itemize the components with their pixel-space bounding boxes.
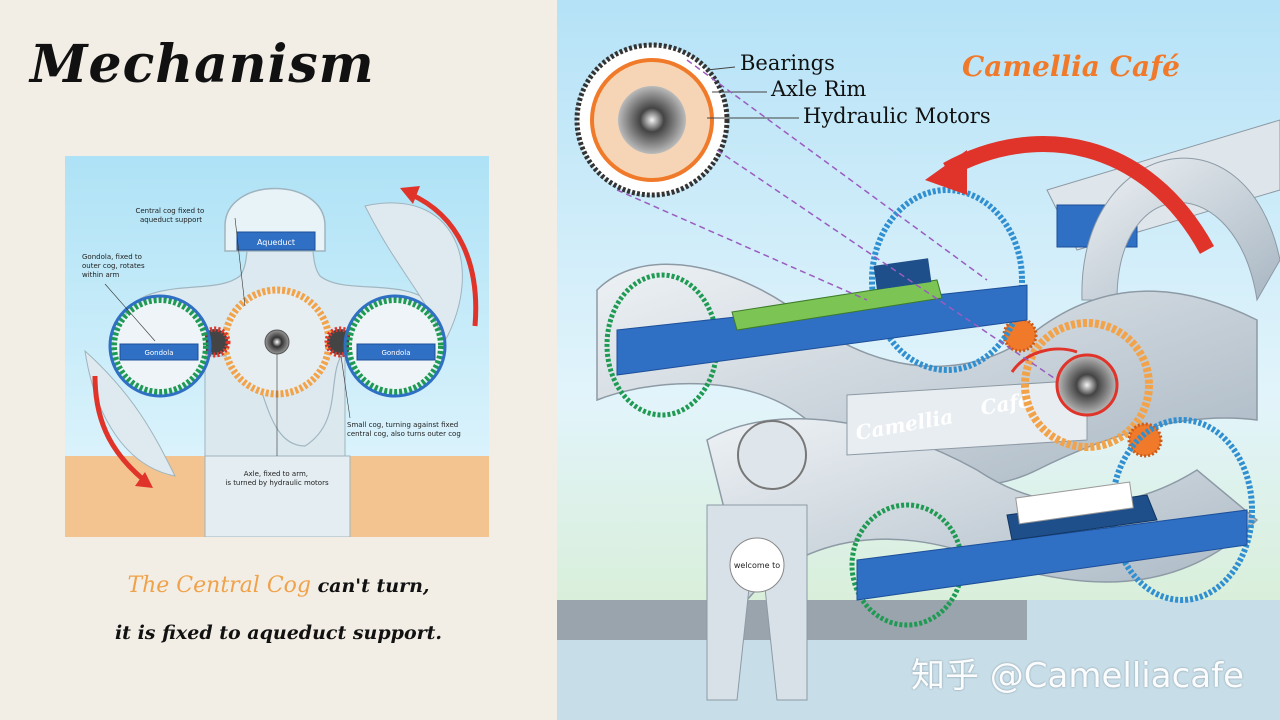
rotation-arrow-top	[943, 136, 1215, 254]
welcome-sign-text: welcome to	[734, 561, 780, 570]
axle	[264, 329, 290, 355]
small-cog-note-line-2: central cog, also turns outer cog	[347, 430, 461, 438]
left-panel: Mechanism Aqueduct	[0, 0, 557, 720]
small-cog-upper	[1002, 317, 1038, 353]
cruise-boat-cabin	[1015, 481, 1134, 525]
rotation-arrow-center	[1010, 347, 1078, 373]
upper-gondola-ring	[869, 187, 1025, 373]
lower-gondola-trough	[856, 509, 1248, 601]
callout-axle-rim: Axle Rim	[770, 77, 866, 101]
caption-rest: can't turn,	[311, 575, 430, 597]
rotation-arrow-bottom-left	[92, 375, 147, 483]
gondola-note-line-2: outer cog, rotates	[82, 262, 145, 270]
welcome-sign	[729, 537, 785, 593]
central-cog-note-line-2: aqueduct support	[140, 216, 202, 224]
gondola-note-line-3: within arm	[82, 271, 120, 279]
small-cog-lower	[1127, 422, 1163, 458]
brand-logo-text: Camellia Café	[962, 50, 1180, 83]
zoom-line-3	[716, 149, 1058, 381]
caption-accent: The Central Cog	[127, 573, 311, 598]
watermark: 知乎 @Camelliacafe	[910, 656, 1244, 696]
callout-hydraulic-motors: Hydraulic Motors	[803, 104, 991, 128]
gondola-note: Gondola, fixed to outer cog, rotates wit…	[82, 253, 147, 279]
caption-line-1: The Central Cog can't turn,	[0, 573, 557, 598]
page-title: Mechanism	[30, 34, 375, 95]
falkirk-wheel-illustration: Camellia Café welcome to Bearings Axle R…	[557, 0, 1280, 720]
axle-note-line-1: Axle, fixed to arm,	[244, 470, 308, 478]
callout-bearings: Bearings	[740, 51, 835, 75]
hub	[1055, 353, 1119, 417]
central-cog-note-line-1: Central cog fixed to	[135, 207, 204, 215]
axle-note-line-2: is turned by hydraulic motors	[225, 479, 329, 487]
gondola-left	[119, 343, 199, 361]
axle-support-block	[204, 455, 351, 537]
rotation-arrowhead-top	[925, 150, 967, 195]
rotation-arrow-top-right	[408, 191, 479, 327]
bearing-detail-hub	[618, 86, 686, 154]
small-cog-pointer	[340, 355, 351, 419]
aqueduct-label: Aqueduct	[257, 238, 295, 247]
small-cog-note-line-1: Small cog, turning against fixed	[347, 421, 458, 429]
central-cog-pointer	[234, 217, 246, 307]
small-cog-note: Small cog, turning against fixed central…	[347, 421, 461, 438]
gondola-right-label: Gondola	[381, 349, 410, 357]
central-cog	[1021, 319, 1153, 451]
ring-left	[108, 294, 212, 398]
rotation-arrowhead-bottom-left	[135, 472, 153, 488]
narrowboat	[731, 279, 943, 331]
gondola-note-line-1: Gondola, fixed to	[82, 253, 142, 261]
gondola-left-label: Gondola	[144, 349, 173, 357]
axle-note: Axle, fixed to arm, is turned by hydraul…	[225, 470, 329, 487]
central-cog-note: Central cog fixed to aqueduct support	[135, 207, 206, 224]
gondola-right	[356, 343, 436, 361]
left-hub-disc	[737, 420, 807, 490]
caption-line-2: it is fixed to aqueduct support.	[114, 622, 443, 644]
arm-blade-top-right	[364, 202, 463, 343]
gondola-pointer	[104, 283, 156, 342]
callout-line-bearings	[706, 66, 736, 71]
aqueduct-box	[236, 231, 316, 251]
zoom-line-2	[686, 59, 988, 281]
narrowboat-cabin	[873, 258, 932, 290]
ring-right	[343, 294, 447, 398]
wheel-mechanism-diagram: Aqueduct Gondola Gondola Central cog fix…	[65, 156, 489, 537]
zoom-line-1	[616, 189, 868, 301]
rotation-arrowhead-top-right	[400, 186, 420, 204]
